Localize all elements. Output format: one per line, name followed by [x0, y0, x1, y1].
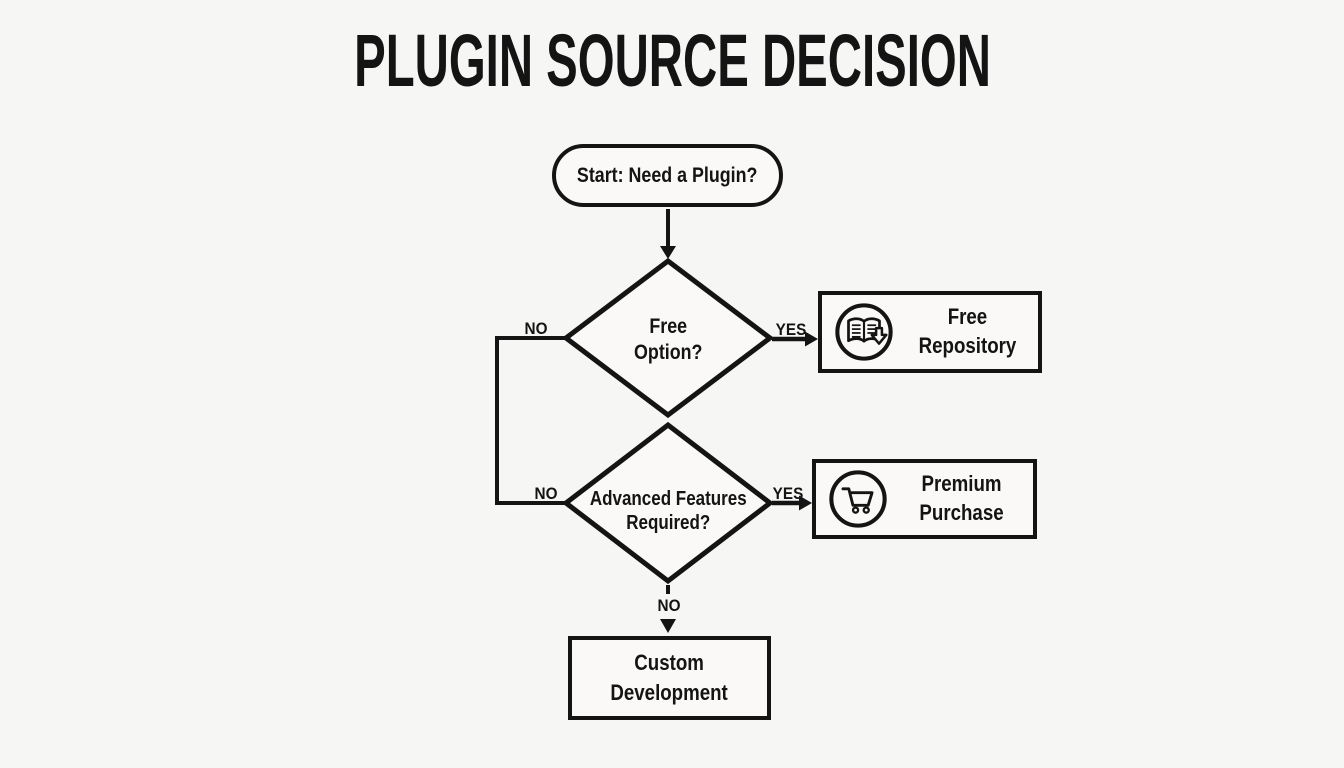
- node-free-repository-label-text: Free Repository: [918, 304, 1017, 358]
- node-decision-free-label: Free Option?: [568, 314, 768, 365]
- edge-free-yes-arrowhead: [805, 331, 818, 347]
- node-custom-development: Custom Development: [568, 636, 771, 720]
- node-decision-free-label-text: Free Option?: [633, 315, 703, 364]
- decision-free-option-diamond: [561, 257, 775, 419]
- node-decision-advanced-label-text: Advanced Features Required?: [589, 488, 747, 535]
- edge-label-free-no: NO: [524, 319, 548, 338]
- node-premium-purchase-label: Premium Purchase: [899, 470, 1025, 527]
- node-premium-purchase: Premium Purchase: [812, 459, 1037, 539]
- node-start: Start: Need a Plugin?: [552, 144, 783, 207]
- node-free-repository: Free Repository: [818, 291, 1042, 373]
- edge-label-free-yes: YES: [775, 320, 807, 339]
- node-premium-purchase-label-text: Premium Purchase: [919, 471, 1005, 525]
- node-free-repository-label: Free Repository: [905, 303, 1030, 360]
- node-custom-development-label: Custom Development: [600, 648, 738, 707]
- book-download-icon: [835, 303, 893, 361]
- node-start-label-text: Start: Need a Plugin?: [577, 163, 758, 187]
- edge-label-advanced-entry-no: NO: [534, 484, 558, 503]
- node-start-label: Start: Need a Plugin?: [561, 162, 773, 189]
- edge-no-loop-line: [495, 336, 566, 505]
- node-custom-development-label-text: Custom Development: [610, 650, 729, 705]
- page-title: PLUGIN SOURCE DECISION: [0, 24, 1344, 98]
- edge-start-to-free-arrowhead: [660, 246, 676, 259]
- edge-label-advanced-yes: YES: [772, 484, 804, 503]
- decision-advanced-features-diamond: [561, 421, 775, 585]
- edge-advanced-yes-arrowhead: [799, 495, 812, 511]
- shopping-cart-icon: [829, 470, 887, 528]
- page-title-text: PLUGIN SOURCE DECISION: [353, 19, 991, 102]
- edge-advanced-no-arrowhead: [660, 619, 676, 633]
- edge-label-advanced-no: NO: [657, 596, 681, 615]
- node-decision-advanced-label: Advanced Features Required?: [566, 487, 770, 536]
